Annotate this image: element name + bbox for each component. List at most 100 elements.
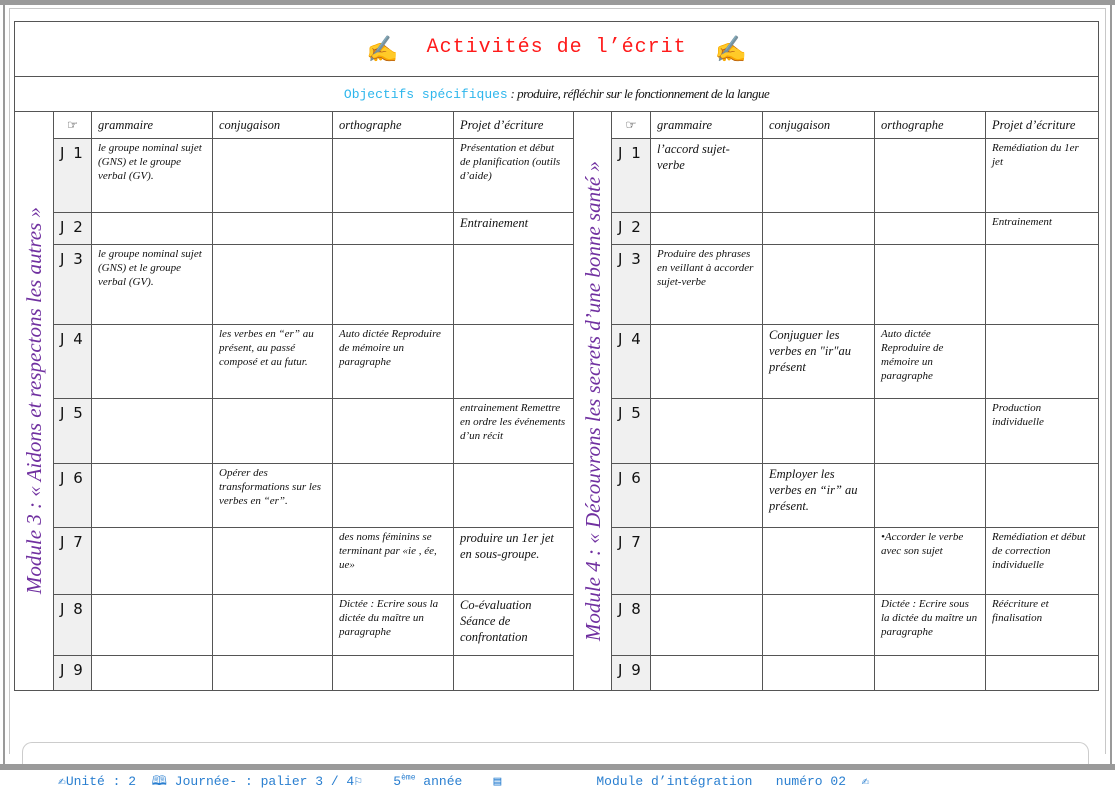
table-row: J 8 Dictée : Ecrire sous la dictée du maî…	[15, 594, 1100, 656]
activity-cell: le groupe nominal sujet (GNS) et le grou…	[91, 138, 213, 213]
activity-cell	[650, 594, 763, 656]
footer-unite: Unité : 2	[65, 774, 137, 789]
activity-cell	[762, 138, 875, 213]
objectives-label: Objectifs spécifiques	[343, 86, 508, 102]
activity-cell: produire un 1er jet en sous-groupe.	[453, 527, 574, 595]
activity-cell	[91, 463, 213, 528]
day-label: J 8	[611, 594, 651, 656]
activity-cell: Employer les verbes en “ir” au présent.	[762, 463, 875, 528]
activity-cell: Auto dictée Reproduire de mémoire un par…	[332, 324, 454, 399]
column-header: grammaire	[91, 111, 213, 139]
activity-cell	[332, 655, 454, 691]
activity-cell: l’accord sujet-verbe	[650, 138, 763, 213]
day-label: J 1	[611, 138, 651, 213]
activities-table: ✍Activités de l’écrit✍ Objectifs spécifi…	[13, 21, 1100, 691]
activity-cell: Entrainement	[984, 212, 1100, 245]
title-cell: ✍Activités de l’écrit✍	[13, 21, 1100, 77]
activity-cell	[874, 463, 986, 528]
activity-cell	[874, 212, 986, 245]
activity-cell	[650, 463, 763, 528]
activity-cell: Opérer des transformations sur les verbe…	[212, 463, 333, 528]
activity-cell: les verbes en “er” au présent, au passé …	[212, 324, 333, 399]
day-label: J 4	[611, 324, 651, 399]
footer-annee-num: 5	[393, 774, 402, 789]
activity-cell	[874, 398, 986, 464]
activity-cell	[453, 463, 574, 528]
activity-cell: Co-évaluation Séance de confrontation	[453, 594, 574, 656]
page-frame-right	[1110, 0, 1112, 770]
activity-cell: Présentation et début de planification (…	[453, 138, 574, 213]
objectives-text: produire, réfléchir sur le fonctionnemen…	[517, 85, 770, 101]
activity-cell	[212, 138, 333, 213]
activity-cell	[650, 655, 763, 691]
objectives-separator: :	[507, 85, 518, 101]
activity-cell	[212, 244, 333, 325]
activity-cell	[650, 324, 763, 399]
activity-cell: Entrainement	[453, 212, 574, 245]
module-title: Module 3 : « Aidons et respectons les au…	[22, 207, 46, 595]
activity-cell	[650, 527, 763, 595]
day-label: J 9	[53, 655, 92, 691]
day-label: J 9	[611, 655, 651, 691]
day-label: J 7	[611, 527, 651, 595]
day-label: J 8	[53, 594, 92, 656]
page-frame-top	[0, 0, 1115, 5]
day-label: J 2	[53, 212, 92, 245]
activity-cell	[332, 463, 454, 528]
column-header: orthographe	[874, 111, 986, 139]
column-header: grammaire	[650, 111, 763, 139]
day-label: J 5	[611, 398, 651, 464]
activity-cell	[332, 138, 454, 213]
activity-cell	[91, 212, 213, 245]
footer-arc	[22, 742, 1089, 765]
activity-cell	[762, 594, 875, 656]
activity-cell	[984, 324, 1100, 399]
activity-cell	[984, 244, 1100, 325]
activity-cell: le groupe nominal sujet (GNS) et le grou…	[91, 244, 213, 325]
footer-annee: année	[415, 774, 463, 789]
activity-cell	[91, 527, 213, 595]
activity-cell: Production individuelle	[984, 398, 1100, 464]
pointing-hand-icon: ☞	[53, 111, 92, 139]
flag-icon: ⚐	[354, 774, 363, 789]
activity-cell	[650, 398, 763, 464]
activity-cell	[762, 212, 875, 245]
activity-cell	[332, 212, 454, 245]
activity-cell	[984, 463, 1100, 528]
activity-cell	[453, 244, 574, 325]
footer: ✍Unité : 2 🕮 Journée- : palier 3 / 4⚐ 5è…	[58, 772, 869, 794]
day-label: J 1	[53, 138, 92, 213]
page-title: Activités de l’écrit	[426, 36, 687, 60]
header-row: Module 3 : « Aidons et respectons les au…	[14, 111, 1100, 691]
activity-cell: entrainement Remettre en ordre les événe…	[453, 398, 574, 464]
activity-cell: Dictée : Ecrire sous la dictée du maître…	[874, 594, 986, 656]
activity-cell	[212, 398, 333, 464]
activity-cell	[91, 324, 213, 399]
activity-cell: •Accorder le verbe avec son sujet	[874, 527, 986, 595]
day-label: J 7	[53, 527, 92, 595]
column-header: Projet d’écriture	[453, 111, 574, 139]
activity-cell	[212, 527, 333, 595]
footer-numero: numéro 02	[775, 774, 847, 789]
table-row: J 5 entrainement Remettre en ordre les év…	[15, 398, 1100, 464]
activity-cell	[650, 212, 763, 245]
objectives-cell: Objectifs spécifiques : produire, réfléc…	[13, 76, 1100, 112]
page-frame-left	[3, 0, 5, 770]
activity-cell	[874, 244, 986, 325]
book-icon: 🕮	[151, 774, 167, 789]
column-header: Projet d’écriture	[984, 111, 1100, 139]
activity-cell: Réécriture et finalisation	[984, 594, 1100, 656]
activity-cell	[762, 244, 875, 325]
activity-cell	[874, 655, 986, 691]
footer-module: Module d’intégration	[596, 774, 753, 789]
column-header: conjugaison	[762, 111, 875, 139]
writing-hand-icon: ✍	[861, 774, 870, 789]
activity-cell	[984, 655, 1100, 691]
activity-cell	[212, 594, 333, 656]
activity-cell	[762, 398, 875, 464]
